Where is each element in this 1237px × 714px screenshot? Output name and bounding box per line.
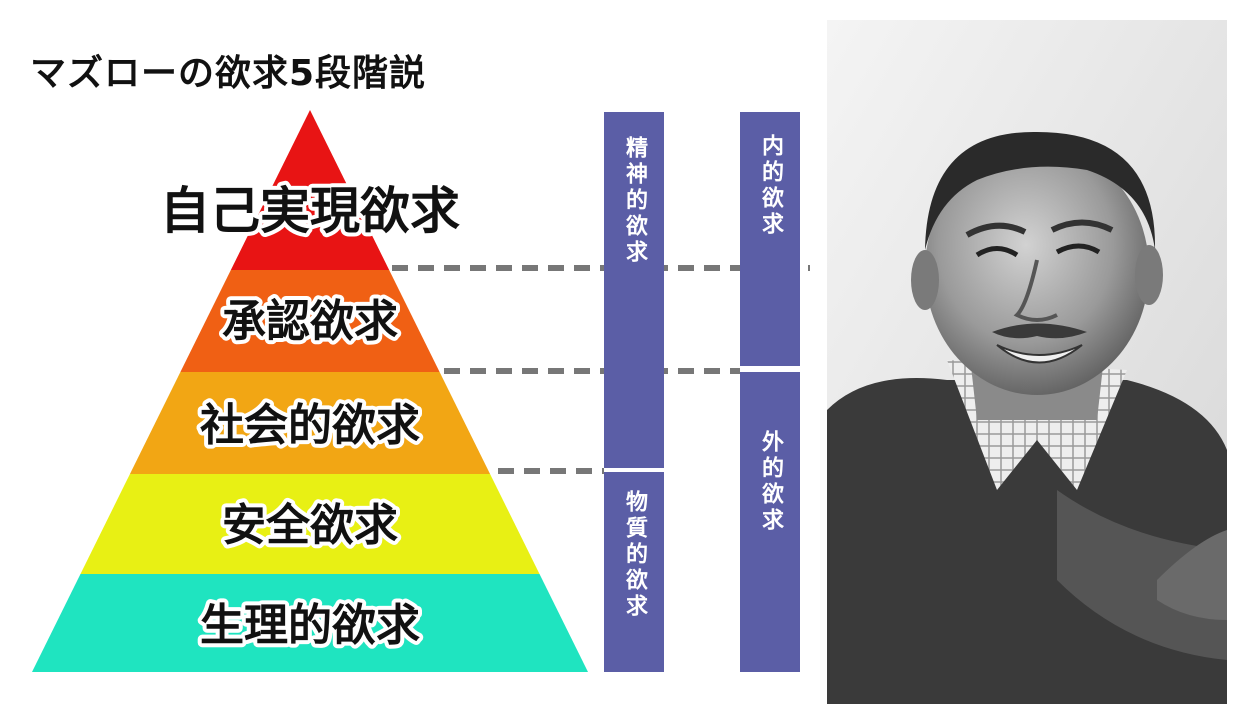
esteem-label: 承認欲求 xyxy=(222,296,398,347)
portrait-photo xyxy=(827,20,1227,704)
esteem-layer xyxy=(180,270,440,372)
self-actualization-layer xyxy=(230,110,390,270)
external-needs-bar: 外的欲求 xyxy=(740,372,800,672)
spiritual-needs-bar: 精神的欲求 xyxy=(604,112,664,468)
social-layer xyxy=(129,372,491,474)
physiological-layer xyxy=(32,574,588,672)
safety-label: 安全欲求 xyxy=(222,500,398,551)
material-needs-label: 物質的欲求 xyxy=(622,490,647,620)
physiological-label: 生理的欲求 xyxy=(200,600,420,651)
internal-needs-bar: 内的欲求 xyxy=(740,112,800,366)
external-needs-label: 外的欲求 xyxy=(758,430,783,534)
safety-layer xyxy=(80,474,540,574)
internal-needs-label: 内的欲求 xyxy=(758,134,783,238)
portrait-illustration xyxy=(827,20,1227,704)
material-needs-bar: 物質的欲求 xyxy=(604,472,664,672)
self-actualization-label: 自己実現欲求 xyxy=(160,182,460,240)
page-title: マズローの欲求5段階説 xyxy=(30,53,427,94)
social-label: 社会的欲求 xyxy=(200,400,420,451)
spiritual-needs-label: 精神的欲求 xyxy=(622,136,647,266)
